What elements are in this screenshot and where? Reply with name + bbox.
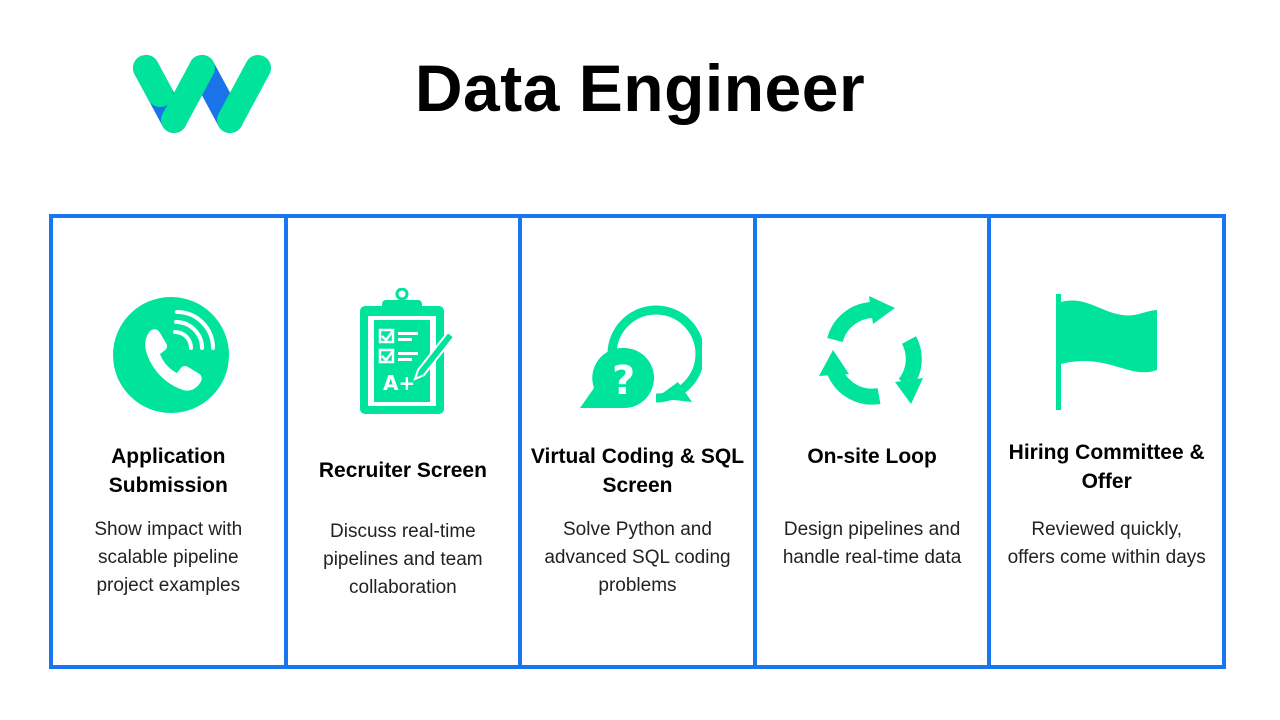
page-title: Data Engineer xyxy=(414,51,866,125)
step-hiring-committee-offer: Hiring Committee & Offer Reviewed quickl… xyxy=(987,214,1226,669)
step-title: Virtual Coding & SQL Screen xyxy=(530,445,745,497)
flag-icon xyxy=(1042,288,1172,418)
brand-logo xyxy=(128,52,274,136)
step-description: Reviewed quickly, offers come within day… xyxy=(1007,519,1206,568)
process-steps: Application Submission Show impact with … xyxy=(49,214,1226,669)
step-description: Discuss real-time pipelines and team col… xyxy=(323,521,483,598)
step-title: Recruiter Screen xyxy=(318,459,487,482)
clipboard-checklist-icon: A+ xyxy=(338,288,468,418)
chat-question-icon: ? xyxy=(572,288,703,418)
step-title: Hiring Committee & Offer xyxy=(1008,441,1205,493)
step-recruiter-screen: A+ Recruiter Screen Discuss real-time pi… xyxy=(283,214,523,669)
svg-text:A+: A+ xyxy=(383,371,415,395)
step-title: Application Submission xyxy=(108,445,228,497)
cycle-arrows-icon xyxy=(807,288,937,418)
step-description: Solve Python and advanced SQL coding pro… xyxy=(544,519,731,596)
w-logo-icon xyxy=(133,55,271,133)
step-virtual-coding-sql-screen: ? Virtual Coding & SQL Screen Solve Pyth… xyxy=(518,214,757,669)
step-on-site-loop: On-site Loop Design pipelines and handle… xyxy=(752,214,992,669)
svg-text:?: ? xyxy=(612,358,635,404)
step-application-submission: Application Submission Show impact with … xyxy=(49,214,288,669)
phone-call-icon xyxy=(103,288,233,418)
step-title: On-site Loop xyxy=(807,445,937,468)
step-description: Show impact with scalable pipeline proje… xyxy=(94,519,243,596)
step-description: Design pipelines and handle real-time da… xyxy=(782,519,962,568)
